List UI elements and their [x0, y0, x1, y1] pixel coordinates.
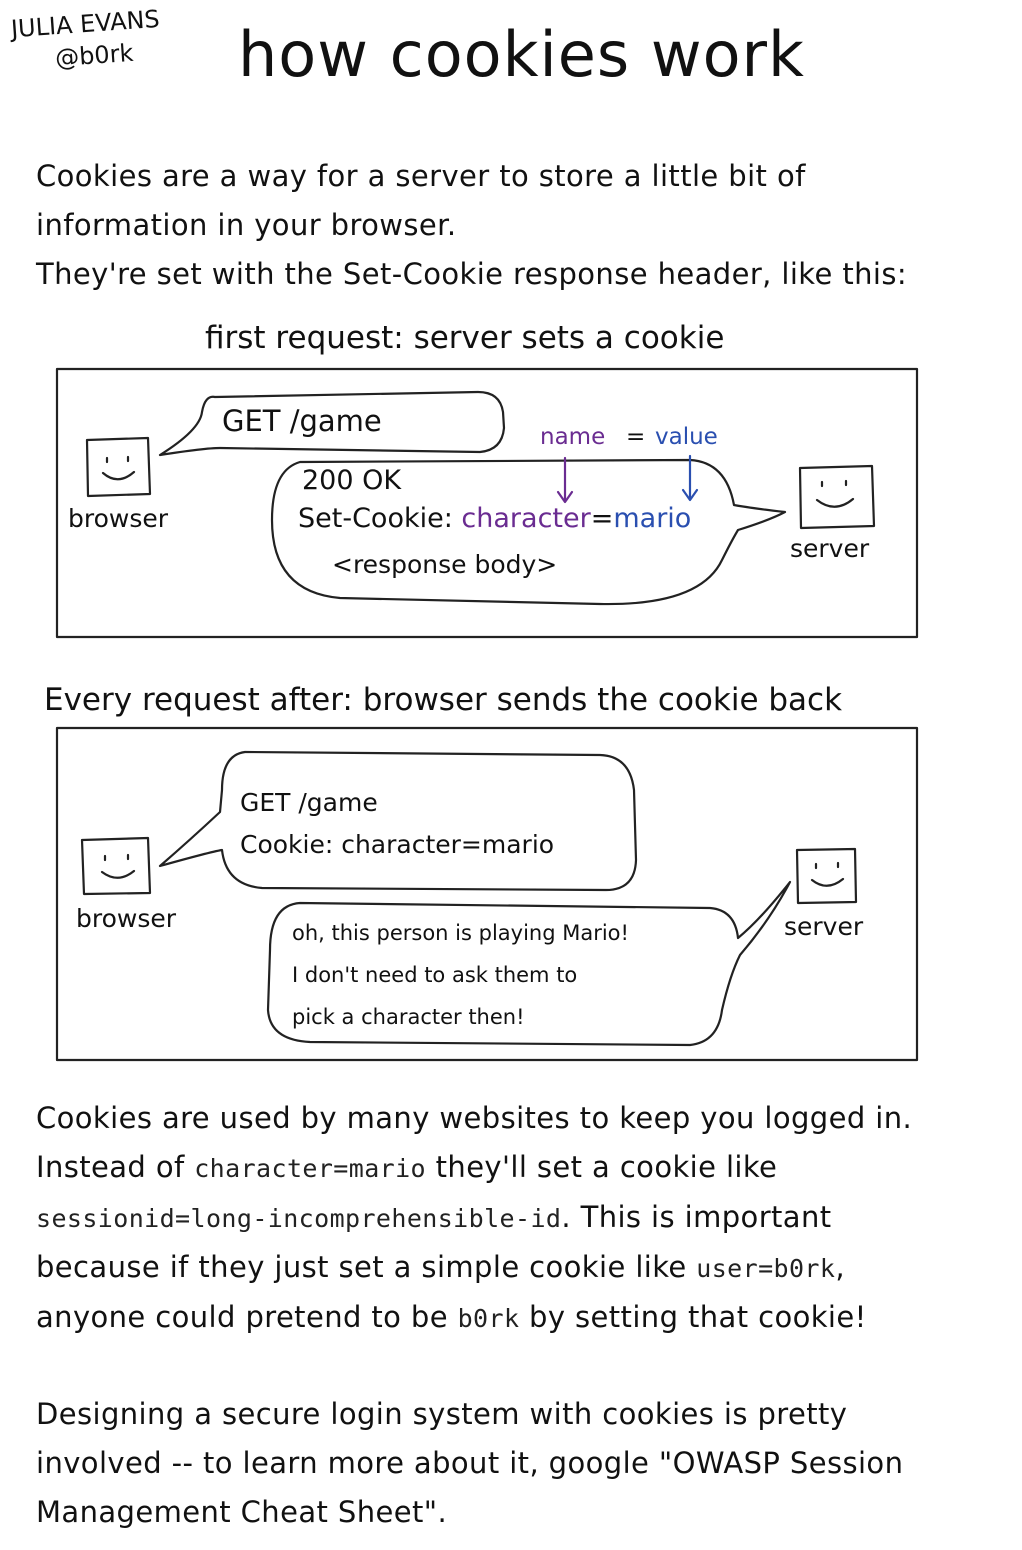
cookie-equals: = — [590, 503, 614, 534]
set-cookie-header: Set-Cookie: — [298, 503, 453, 534]
server-reply: oh, this person is playing Mario! I don'… — [292, 912, 629, 1038]
intro-paragraph: Cookies are a way for a server to store … — [36, 152, 996, 299]
intro-line: They're set with the Set-Cookie response… — [36, 257, 907, 291]
code-snippet: character=mario — [194, 1154, 427, 1183]
response-status: 200 OK — [302, 465, 402, 496]
annotation-value: value — [655, 424, 718, 450]
body-line: Designing a secure login system with coo… — [36, 1397, 848, 1431]
server-line: I don't need to ask them to — [292, 963, 578, 987]
code-snippet: sessionid=long-incomprehensible-id — [36, 1204, 562, 1233]
page-title: how cookies work — [238, 18, 805, 91]
request-line: Cookie: character=mario — [240, 830, 555, 859]
server-line: oh, this person is playing Mario! — [292, 921, 629, 945]
request-bubble — [158, 750, 638, 892]
body-line: Cookies are used by many websites to kee… — [36, 1101, 913, 1135]
browser-face-icon — [85, 436, 152, 498]
body-line: Management Cheat Sheet". — [36, 1495, 448, 1529]
body-line: Instead of character=mario they'll set a… — [36, 1143, 996, 1193]
body-text: because if they just set a simple cookie… — [36, 1250, 687, 1284]
body-line: involved -- to learn more about it, goog… — [36, 1446, 904, 1480]
server-face-icon — [795, 847, 858, 905]
body-text: they'll set a cookie like — [435, 1150, 778, 1184]
login-paragraph: Cookies are used by many websites to kee… — [36, 1094, 996, 1343]
body-line: anyone could pretend to be b0rk by setti… — [36, 1293, 996, 1343]
browser-face-icon — [80, 836, 152, 896]
intro-line: information in your browser. — [36, 208, 457, 242]
response-bubble — [270, 458, 787, 606]
body-line: because if they just set a simple cookie… — [36, 1243, 996, 1293]
browser-label: browser — [76, 904, 177, 933]
name-arrow-head — [556, 490, 574, 504]
cookie-name: character — [461, 503, 591, 534]
body-text: by setting that cookie! — [529, 1300, 867, 1334]
code-snippet: user=b0rk — [696, 1254, 836, 1283]
body-text: Instead of — [36, 1150, 185, 1184]
body-text: . This is important — [561, 1200, 832, 1234]
server-line: pick a character then! — [292, 1005, 525, 1029]
panel-2-caption: Every request after: browser sends the c… — [44, 682, 843, 718]
request-bubble — [158, 390, 506, 457]
browser-label: browser — [68, 504, 169, 533]
server-label: server — [784, 912, 864, 941]
annotation-equals: = — [626, 424, 646, 450]
panel-2-frame — [55, 726, 919, 1062]
response-body: <response body> — [332, 550, 558, 579]
value-arrow-head — [681, 488, 699, 502]
body-text: anyone could pretend to be — [36, 1300, 448, 1334]
owasp-paragraph: Designing a secure login system with coo… — [36, 1390, 996, 1537]
panel-1-frame — [55, 367, 919, 639]
set-cookie-line: Set-Cookie: character=mario — [298, 500, 691, 538]
intro-line: Cookies are a way for a server to store … — [36, 159, 806, 193]
cookie-value: mario — [613, 503, 692, 534]
panel-1-caption: first request: server sets a cookie — [205, 320, 725, 356]
body-line: sessionid=long-incomprehensible-id. This… — [36, 1193, 996, 1243]
response-bubble — [266, 880, 792, 1047]
request-line: GET /game — [240, 788, 378, 817]
server-face-icon — [798, 464, 876, 530]
code-snippet: b0rk — [457, 1304, 520, 1333]
body-text: , — [835, 1250, 845, 1284]
annotation-name: name — [540, 424, 606, 450]
cookie-request: GET /game Cookie: character=mario — [240, 782, 554, 866]
request-text: GET /game — [222, 404, 382, 438]
server-label: server — [790, 534, 870, 563]
